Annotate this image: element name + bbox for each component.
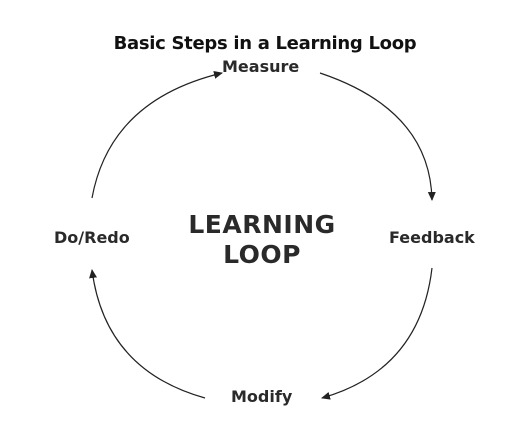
arrow-doredo-to-measure (91, 70, 223, 199)
center-label-line2: LOOP (223, 240, 301, 269)
arrow-measure-to-feedback (319, 72, 436, 201)
arrow-modify-to-doredo (89, 269, 206, 399)
step-do-redo: Do/Redo (54, 228, 130, 247)
center-label: LEARNING LOOP (162, 210, 362, 270)
arrow-feedback-to-modify (321, 267, 433, 400)
diagram-title: Basic Steps in a Learning Loop (113, 33, 417, 54)
step-feedback: Feedback (389, 228, 475, 247)
center-label-line1: LEARNING (188, 210, 336, 239)
step-measure: Measure (222, 57, 300, 76)
step-modify: Modify (231, 387, 293, 406)
